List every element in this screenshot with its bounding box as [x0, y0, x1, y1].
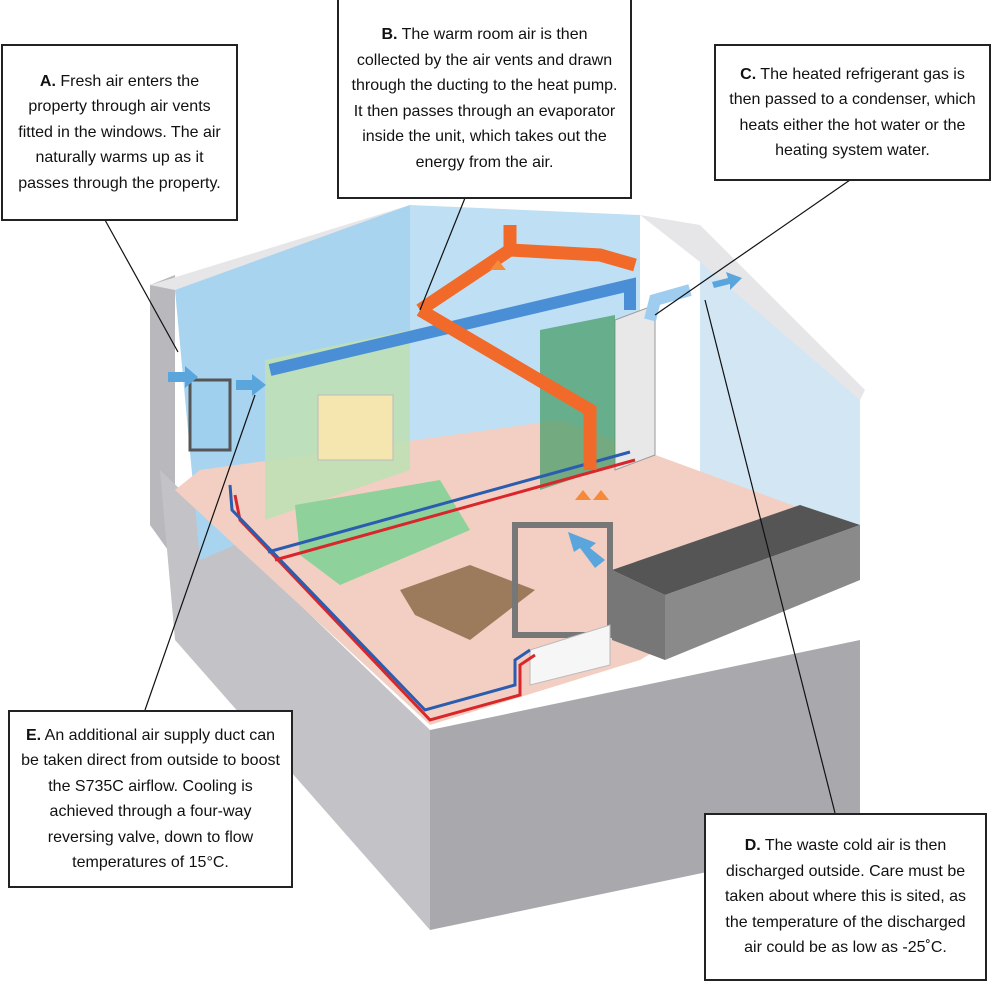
- exhaust-duct: [644, 284, 692, 322]
- kitchen-counter: [612, 505, 860, 595]
- callout-d: D. The waste cold air is then discharged…: [704, 813, 987, 981]
- heat-pump-unit: [614, 304, 656, 471]
- return-pipe-back: [267, 450, 631, 554]
- callout-d-text: The waste cold air is then discharged ou…: [724, 837, 967, 957]
- callout-a-text: Fresh air enters the property through ai…: [18, 72, 221, 192]
- callout-b: B. The warm room air is then collected b…: [337, 0, 632, 199]
- right-wall-top: [640, 215, 865, 400]
- callout-d-letter: D.: [744, 837, 761, 855]
- kitchen-counter-front: [612, 570, 665, 660]
- warm-air-arrow-icon: [575, 490, 591, 500]
- discharge-arrow-icon: [712, 272, 742, 290]
- leader-line-d: [704, 299, 836, 814]
- glass-door: [512, 522, 613, 638]
- callout-a: A. Fresh air enters the property through…: [1, 44, 238, 221]
- leader-line-b: [419, 197, 466, 311]
- warm-air-arrow-icon: [593, 490, 609, 500]
- radiator: [529, 624, 611, 686]
- sofa: [295, 480, 470, 585]
- callout-e-letter: E.: [25, 726, 42, 744]
- flow-pipe-back: [274, 458, 636, 562]
- leader-line-e: [144, 394, 256, 711]
- cold-duct: [268, 277, 636, 376]
- callout-c-text: The heated refrigerant gas is then passe…: [729, 65, 976, 160]
- callout-a-letter: A.: [39, 72, 56, 90]
- callout-c: C. The heated refrigerant gas is then pa…: [714, 44, 991, 181]
- callout-c-letter: C.: [740, 65, 757, 83]
- leader-line-c: [654, 179, 851, 316]
- callout-b-letter: B.: [381, 26, 398, 43]
- fresh-air-arrow-icon: [168, 366, 198, 388]
- leader-line-a: [104, 219, 179, 353]
- callout-e: E. An additional air supply duct can be …: [8, 710, 293, 888]
- warm-air-arrow-icon: [490, 260, 506, 270]
- door-air-arrow-icon: [568, 532, 605, 568]
- window: [188, 378, 232, 452]
- return-pipe: [228, 484, 531, 712]
- kitchen-counter-side: [665, 525, 860, 660]
- callout-e-text: An additional air supply duct can be tak…: [21, 726, 280, 872]
- right-wall: [700, 260, 860, 540]
- coffee-table: [400, 565, 535, 640]
- wall-picture: [317, 394, 394, 461]
- supply-air-arrow-icon: [236, 374, 266, 396]
- callout-b-text: The warm room air is then collected by t…: [351, 26, 618, 171]
- warm-duct: [416, 243, 637, 316]
- warm-duct-down: [416, 304, 597, 470]
- front-left-base: [160, 470, 430, 930]
